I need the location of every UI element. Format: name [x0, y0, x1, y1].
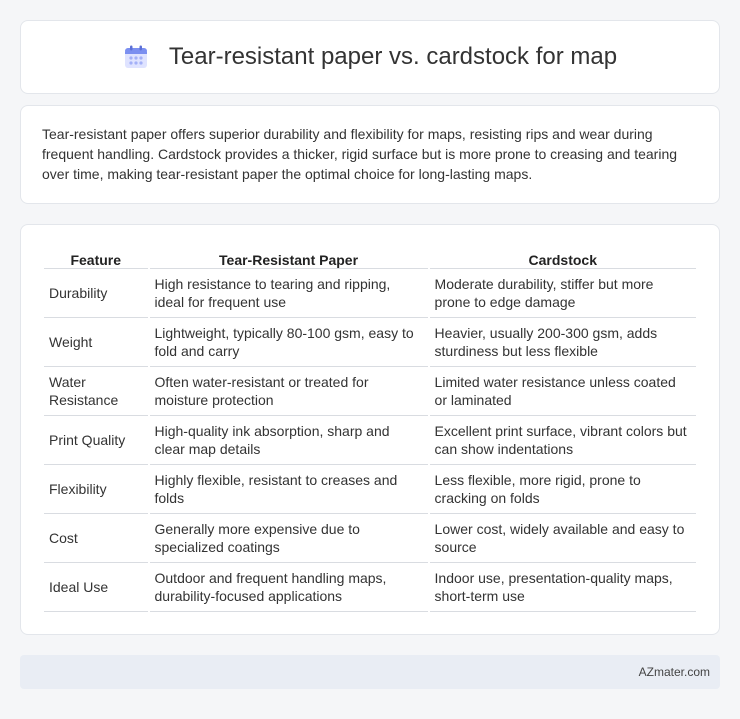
feature-cell: Water Resistance — [44, 367, 148, 416]
table-row: Water Resistance Often water-resistant o… — [44, 367, 696, 416]
comparison-table-card: Feature Tear-Resistant Paper Cardstock D… — [20, 224, 720, 635]
comparison-table: Feature Tear-Resistant Paper Cardstock D… — [42, 245, 698, 612]
table-row: Durability High resistance to tearing an… — [44, 269, 696, 318]
intro-card: Tear-resistant paper offers superior dur… — [20, 105, 720, 204]
table-row: Ideal Use Outdoor and frequent handling … — [44, 563, 696, 612]
table-header-row: Feature Tear-Resistant Paper Cardstock — [44, 245, 696, 269]
table-row: Print Quality High-quality ink absorptio… — [44, 416, 696, 465]
table-row: Weight Lightweight, typically 80-100 gsm… — [44, 318, 696, 367]
cardstock-cell: Less flexible, more rigid, prone to crac… — [429, 465, 696, 514]
table-row: Flexibility Highly flexible, resistant t… — [44, 465, 696, 514]
tear-resistant-cell: High resistance to tearing and ripping, … — [149, 269, 428, 318]
footer-brand: AZmater.com — [638, 665, 710, 679]
feature-cell: Cost — [44, 514, 148, 563]
calendar-icon — [123, 44, 149, 70]
tear-resistant-cell: Highly flexible, resistant to creases an… — [149, 465, 428, 514]
header-feature: Feature — [44, 245, 148, 269]
cardstock-cell: Lower cost, widely available and easy to… — [429, 514, 696, 563]
title-card: Tear-resistant paper vs. cardstock for m… — [20, 20, 720, 94]
tear-resistant-cell: Lightweight, typically 80-100 gsm, easy … — [149, 318, 428, 367]
cardstock-cell: Excellent print surface, vibrant colors … — [429, 416, 696, 465]
feature-cell: Weight — [44, 318, 148, 367]
page-title: Tear-resistant paper vs. cardstock for m… — [168, 43, 618, 70]
cardstock-cell: Indoor use, presentation-quality maps, s… — [429, 563, 696, 612]
tear-resistant-cell: Outdoor and frequent handling maps, dura… — [149, 563, 428, 612]
cardstock-cell: Heavier, usually 200-300 gsm, adds sturd… — [429, 318, 696, 367]
intro-text: Tear-resistant paper offers superior dur… — [42, 126, 678, 182]
table-row: Cost Generally more expensive due to spe… — [44, 514, 696, 563]
cardstock-cell: Moderate durability, stiffer but more pr… — [429, 269, 696, 318]
feature-cell: Ideal Use — [44, 563, 148, 612]
feature-cell: Durability — [44, 269, 148, 318]
header-cardstock: Cardstock — [429, 245, 696, 269]
feature-cell: Flexibility — [44, 465, 148, 514]
header-tear-resistant-paper: Tear-Resistant Paper — [149, 245, 428, 269]
feature-cell: Print Quality — [44, 416, 148, 465]
footer-bar: AZmater.com — [20, 655, 720, 689]
cardstock-cell: Limited water resistance unless coated o… — [429, 367, 696, 416]
tear-resistant-cell: Generally more expensive due to speciali… — [149, 514, 428, 563]
tear-resistant-cell: Often water-resistant or treated for moi… — [149, 367, 428, 416]
tear-resistant-cell: High-quality ink absorption, sharp and c… — [149, 416, 428, 465]
